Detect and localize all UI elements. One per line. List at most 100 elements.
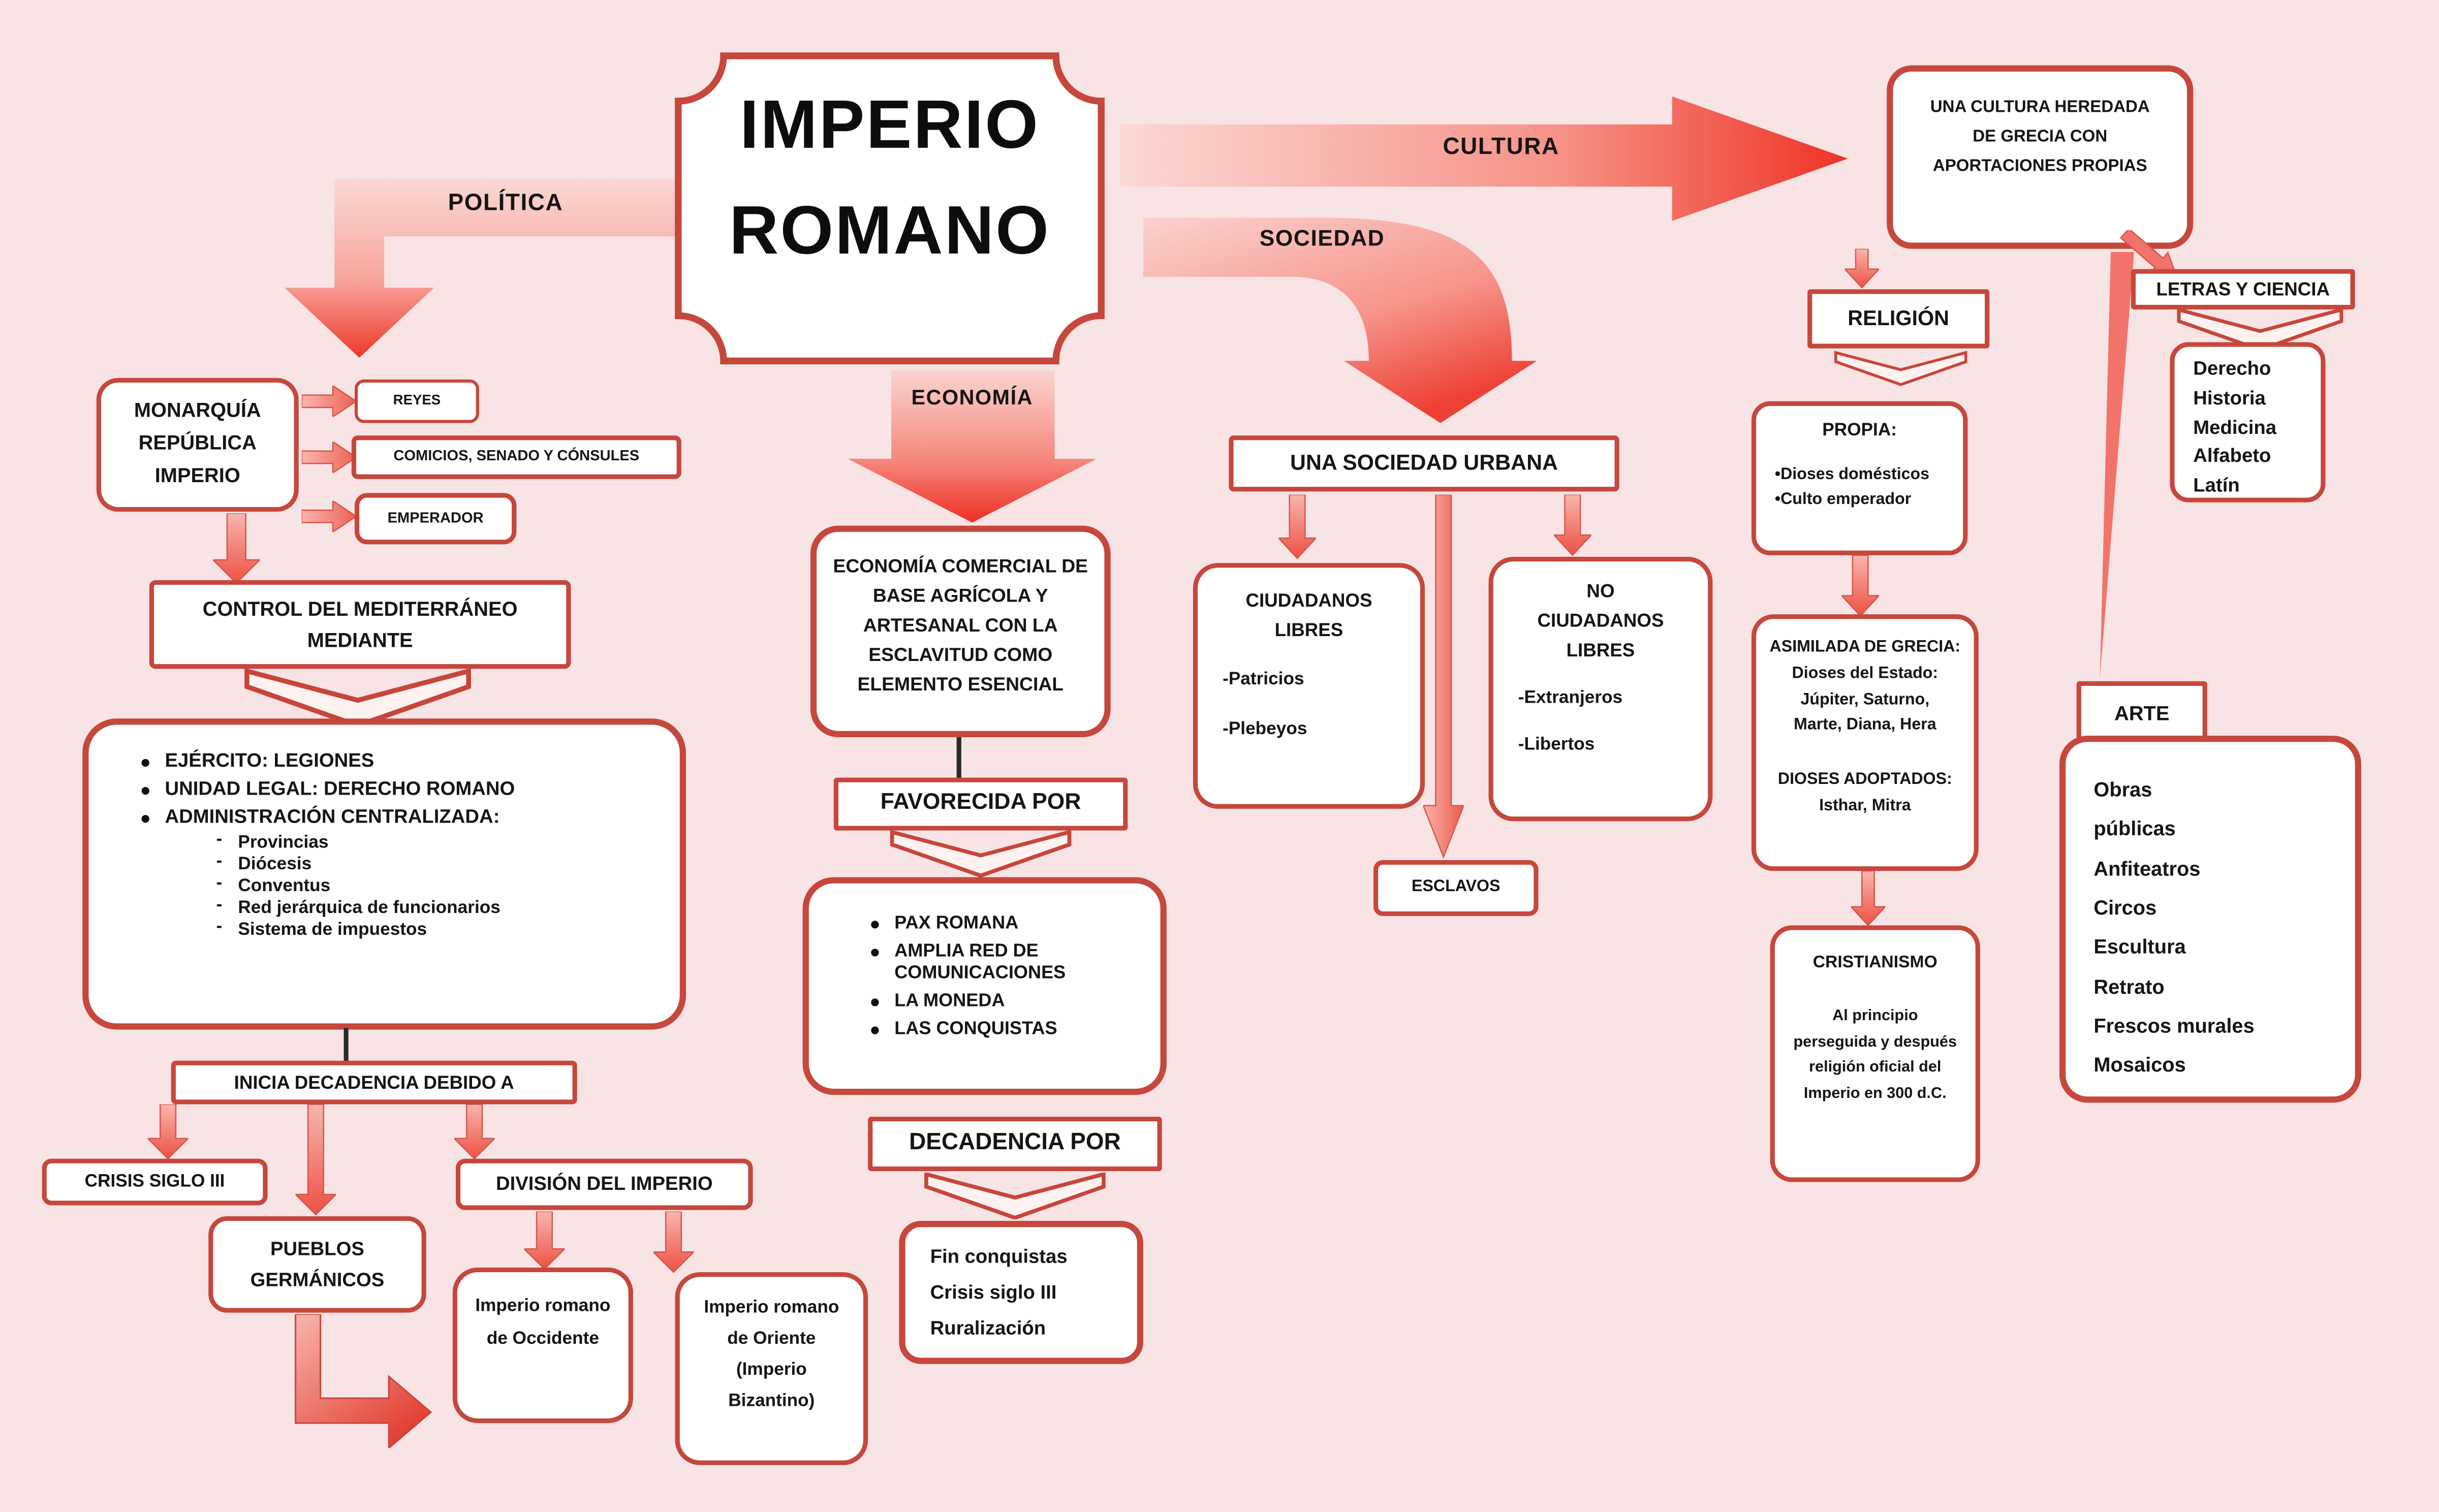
list-item: LA MONEDA xyxy=(862,989,1148,1011)
bullet-dot-icon xyxy=(871,949,879,957)
arrow-cultura-religion xyxy=(1844,248,1879,289)
sociedad-arrow xyxy=(1143,217,1537,423)
bullet-dot-icon xyxy=(871,998,879,1006)
crisis-siglo-iii-box: CRISIS SIGLO III xyxy=(42,1158,268,1206)
arte-mosaicos: Mosaicos xyxy=(2093,1053,2186,1077)
bullet-dot-icon xyxy=(871,921,879,929)
arrow-to-emperador xyxy=(301,500,358,532)
bullet-dot-icon xyxy=(141,759,149,767)
admin-red-jerarquica: Red jerárquica de funcionarios xyxy=(213,896,664,918)
asimilada-jupiter-saturno: Júpiter, Saturno, xyxy=(1800,689,1930,709)
favorecida-conquistas: LAS CONQUISTAS xyxy=(894,1017,1057,1039)
letras-historia: Historia xyxy=(2193,387,2266,409)
arrow-division-occidente xyxy=(524,1211,565,1270)
list-item: AMPLIA RED DE COMUNICACIONES xyxy=(862,939,1148,983)
asimilada-dioses-estado: Dioses del Estado: xyxy=(1792,664,1938,683)
arrow-cultura-arte xyxy=(2100,251,2134,678)
cristianismo-texto: Al principio perseguida y después religi… xyxy=(1793,1008,1957,1102)
arrow-cultura-letras xyxy=(2119,230,2179,280)
page-title-line1: IMPERIO xyxy=(739,87,1040,164)
ciudadanos-titulo: CIUDADANOS LIBRES xyxy=(1245,589,1372,641)
arrow-inicia-pueblos xyxy=(295,1104,336,1216)
cultura-heredada-box: UNA CULTURA HEREDADA DE GRECIA CON APORT… xyxy=(1887,65,2194,249)
politica-arrow xyxy=(285,179,684,358)
list-item: LAS CONQUISTAS xyxy=(862,1017,1148,1039)
list-item: ADMINISTRACIÓN CENTRALIZADA: xyxy=(132,806,664,828)
arrow-sociedad-no-ciudadanos xyxy=(1554,494,1591,556)
bullet-dot-icon xyxy=(141,815,149,823)
religion-banner: RELIGIÓN xyxy=(1807,289,1990,349)
medio-administracion: ADMINISTRACIÓN CENTRALIZADA: xyxy=(165,805,500,828)
arrow-sociedad-esclavos xyxy=(1423,494,1464,859)
medio-ejercito: EJÉRCITO: LEGIONES xyxy=(165,749,374,772)
etapa-republica: REPÚBLICA xyxy=(138,430,257,454)
cultura-branch-label: CULTURA xyxy=(1443,134,1559,161)
division-imperio-box: DIVISIÓN DEL IMPERIO xyxy=(455,1158,753,1210)
pueblos-elbow-arrow xyxy=(295,1314,432,1448)
politica-branch-label: POLÍTICA xyxy=(448,190,564,216)
arte-escultura: Escultura xyxy=(2093,935,2186,959)
propia-dioses-domesticos: •Dioses domésticos xyxy=(1774,465,1930,484)
bullet-dot-icon xyxy=(871,1026,879,1034)
arte-obras-publicas: Obras públicas xyxy=(2093,777,2176,841)
favorecida-chevron-arrow xyxy=(890,830,1072,877)
adoptados-isthar-mitra: Isthar, Mitra xyxy=(1819,796,1911,815)
title-plaque xyxy=(675,52,1105,365)
no-ciudadanos-libertos: -Libertos xyxy=(1518,735,1595,754)
imperio-occidente-box: Imperio romano de Occidente xyxy=(452,1267,633,1423)
letras-latin: Latín xyxy=(2193,474,2240,496)
inicia-decadencia-box: INICIA DECADENCIA DEBIDO A xyxy=(171,1060,577,1105)
ciudadanos-libres-box: CIUDADANOS LIBRES -Patricios -Plebeyos xyxy=(1193,563,1425,809)
no-ciudadanos-extranjeros: -Extranjeros xyxy=(1518,688,1623,707)
sociedad-urbana-box: UNA SOCIEDAD URBANA xyxy=(1229,435,1619,492)
religion-propia-box: PROPIA: •Dioses domésticos •Culto empera… xyxy=(1751,401,1968,555)
list-item: EJÉRCITO: LEGIONES xyxy=(132,749,664,771)
religion-asimilada-box: ASIMILADA DE GRECIA: Dioses del Estado: … xyxy=(1751,614,1979,871)
medios-control-box: EJÉRCITO: LEGIONES UNIDAD LEGAL: DERECHO… xyxy=(82,718,686,1030)
favorecida-pax: PAX ROMANA xyxy=(894,911,1019,933)
control-mediterraneo-box: CONTROL DEL MEDITERRÁNEO MEDIANTE xyxy=(149,580,571,669)
esclavos-box: ESCLAVOS xyxy=(1373,860,1539,917)
propia-culto-emperador: •Culto emperador xyxy=(1774,490,1912,509)
economia-branch-label: ECONOMÍA xyxy=(911,386,1034,410)
cristianismo-titulo: CRISTIANISMO xyxy=(1812,953,1937,972)
propia-titulo: PROPIA: xyxy=(1822,421,1897,440)
cultura-arrow xyxy=(1120,96,1848,221)
arrow-to-comicios xyxy=(301,442,358,473)
economia-descripcion-box: ECONOMÍA COMERCIAL DE BASE AGRÍCOLA Y AR… xyxy=(810,525,1111,738)
asimilada-titulo: ASIMILADA DE GRECIA: xyxy=(1769,638,1961,656)
decadencia-por-box: DECADENCIA POR xyxy=(868,1116,1162,1172)
connector-line-economia-favorecida xyxy=(956,737,961,779)
arrow-inicia-division xyxy=(454,1104,495,1160)
asimilada-marte-diana-hera: Marte, Diana, Hera xyxy=(1794,716,1936,735)
decadencia-fin-conquistas: Fin conquistas xyxy=(930,1246,1068,1268)
arrow-to-reyes xyxy=(301,386,358,417)
arte-lista-box: Obras públicas Anfiteatros Circos Escult… xyxy=(2059,735,2361,1103)
religion-chevron-arrow xyxy=(1834,351,1967,386)
favorecida-red: AMPLIA RED DE COMUNICACIONES xyxy=(894,939,1066,983)
control-chevron-arrow xyxy=(244,669,471,728)
arrow-propia-asimilada xyxy=(1841,555,1879,617)
economia-arrow xyxy=(848,370,1097,523)
arrow-division-oriente xyxy=(653,1211,694,1273)
letras-medicina: Medicina xyxy=(2193,416,2277,438)
arrow-sociedad-ciudadanos xyxy=(1278,494,1316,559)
admin-impuestos: Sistema de impuestos xyxy=(213,918,664,939)
letras-derecho: Derecho xyxy=(2193,358,2271,380)
decadencia-causas-box: Fin conquistas Crisis siglo III Ruraliza… xyxy=(899,1221,1143,1364)
favorecida-moneda: LA MONEDA xyxy=(894,989,1005,1011)
connector-line-medios-inicia xyxy=(343,1028,349,1062)
cristianismo-box: CRISTIANISMO Al principio perseguida y d… xyxy=(1770,925,1980,1182)
letras-alfabeto: Alfabeto xyxy=(2193,445,2271,467)
admin-conventus: Conventus xyxy=(213,874,664,896)
no-ciudadanos-titulo: NO CIUDADANOS LIBRES xyxy=(1537,580,1664,662)
letras-chevron-arrow xyxy=(2177,308,2343,352)
etapa-monarquia: MONARQUÍA xyxy=(134,398,261,422)
sociedad-branch-label: SOCIEDAD xyxy=(1259,227,1385,252)
ciudadanos-patricios: -Patricios xyxy=(1223,671,1304,690)
monarquia-box: MONARQUÍA REPÚBLICA IMPERIO xyxy=(96,377,299,512)
favorecida-por-box: FAVORECIDA POR xyxy=(833,777,1128,831)
favorecida-lista-box: PAX ROMANA AMPLIA RED DE COMUNICACIONES … xyxy=(802,877,1167,1095)
arte-anfiteatros: Anfiteatros xyxy=(2093,856,2201,880)
